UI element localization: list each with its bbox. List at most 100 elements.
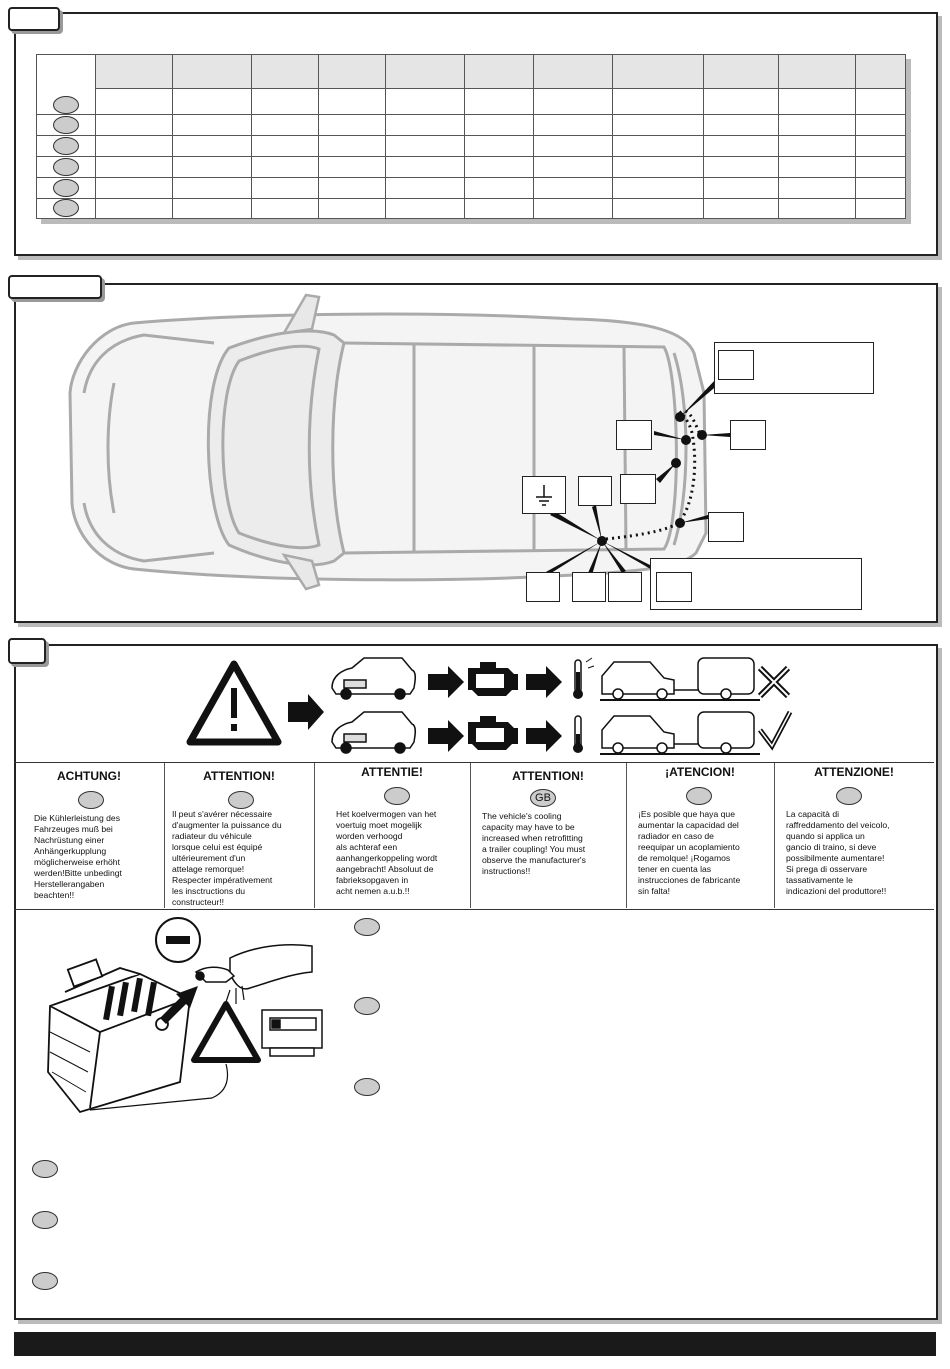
language-badge (354, 918, 380, 936)
language-badge (53, 96, 79, 114)
table-cell (385, 88, 465, 115)
section-tab-2 (8, 275, 102, 299)
battery-disconnect-illustration (47, 917, 323, 1114)
table-header-cell (95, 54, 173, 89)
table-cell (464, 88, 534, 115)
cooling-warning-pictogram (186, 657, 793, 755)
engine-icon (468, 716, 518, 750)
instructions-panel (14, 644, 938, 1320)
table-cell (703, 88, 779, 115)
table-header-cell (533, 54, 613, 89)
table-header-cell (612, 54, 704, 89)
table-header-cell (172, 54, 252, 89)
arrow-right-icon (526, 720, 562, 752)
ground-label-box (522, 476, 566, 514)
callout-label-box (656, 572, 692, 602)
battery-icon (47, 958, 191, 1114)
footer-bar (14, 1332, 936, 1356)
engine-icon (468, 662, 518, 696)
language-badge (78, 791, 104, 809)
language-badge (354, 997, 380, 1015)
callout-label-box (620, 474, 656, 504)
mirror-top-icon (281, 293, 321, 335)
warning-heading: ¡ATENCION! (665, 765, 735, 779)
table-cell (318, 88, 386, 115)
language-badge (32, 1272, 58, 1290)
disconnect-arrow-icon (160, 986, 198, 1024)
language-badge (686, 787, 712, 805)
warning-heading: ATTENTION! (203, 769, 275, 783)
table-cell (172, 88, 252, 115)
warning-triangle-icon (186, 660, 282, 746)
cross-mark-icon (757, 665, 791, 699)
language-badge (354, 1078, 380, 1096)
arrow-right-icon (428, 666, 464, 698)
thermometer-icon (573, 715, 583, 753)
callout-label-box (578, 476, 612, 506)
language-badge (836, 787, 862, 805)
car-towing-trailer-icon (600, 657, 760, 701)
table-cell (778, 88, 856, 115)
table-cell (533, 88, 613, 115)
table-header-cell (464, 54, 534, 89)
warning-heading: ATTENZIONE! (814, 765, 894, 779)
car-front-icon (331, 657, 417, 700)
table-cell (95, 88, 173, 115)
warning-heading: ATTENTION! (512, 769, 584, 783)
callout-label-box (608, 572, 642, 602)
table-cell (855, 88, 906, 115)
car-front-icon (331, 711, 417, 754)
table-corner-cell (36, 54, 96, 115)
language-badge (53, 137, 79, 155)
hand-with-terminal-icon (194, 944, 313, 1004)
callout-label-box (730, 420, 766, 450)
arrow-right-icon (428, 720, 464, 752)
minus-sign-icon (155, 917, 201, 963)
language-badge (53, 179, 79, 197)
language-badge (53, 116, 79, 134)
car-towing-trailer-icon (600, 711, 760, 755)
callout-label-box (616, 420, 652, 450)
table-header-cell (703, 54, 779, 89)
table-header-cell (251, 54, 319, 89)
section-tab-1 (8, 7, 60, 31)
table-header-cell (855, 54, 906, 89)
callout-label-box (708, 512, 744, 542)
callout-label-box (526, 572, 560, 602)
ground-icon (536, 485, 552, 506)
language-badge (32, 1160, 58, 1178)
table-header-cell (385, 54, 465, 89)
warning-heading: ACHTUNG! (57, 769, 121, 783)
language-badge (384, 787, 410, 805)
wiring-harness (605, 411, 697, 541)
warning-triangle-icon (191, 1001, 261, 1063)
vehicle-data-table (36, 54, 906, 219)
warning-heading: ATTENTIE! (361, 765, 423, 779)
check-mark-icon (758, 710, 793, 751)
table-header-cell (318, 54, 386, 89)
language-badge (53, 158, 79, 176)
table-cell (612, 88, 704, 115)
table-cell (251, 88, 319, 115)
car-outline (68, 312, 708, 582)
thermometer-icon (573, 657, 595, 699)
arrow-right-icon (526, 666, 562, 698)
language-badge (228, 791, 254, 809)
arrow-right-icon (288, 694, 324, 730)
radio-icon (261, 1009, 323, 1057)
callout-leaders (544, 379, 730, 575)
language-badge (32, 1211, 58, 1229)
